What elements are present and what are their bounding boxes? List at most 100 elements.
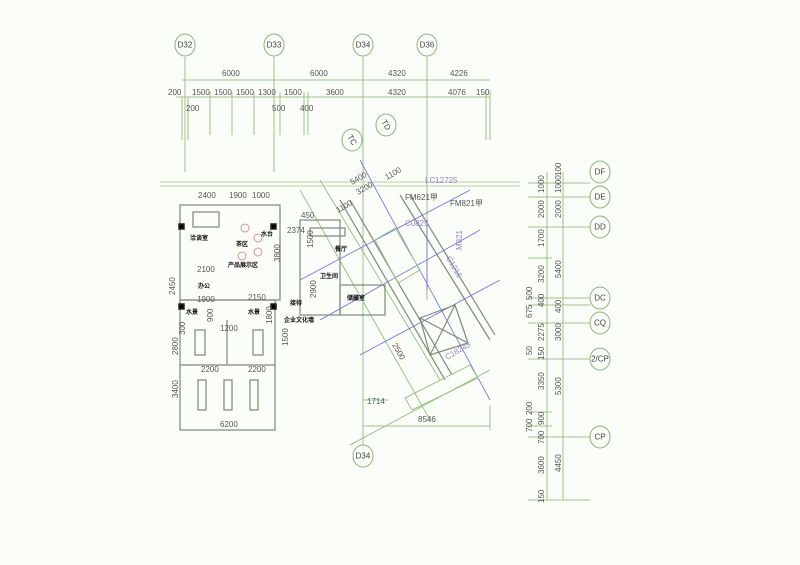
door-window-tag: M821 bbox=[455, 229, 464, 250]
dimension-label: 200 bbox=[168, 88, 182, 97]
dimension-label: 1714 bbox=[367, 397, 385, 406]
dimension-label: 3000 bbox=[554, 323, 563, 341]
axis-bubble bbox=[263, 33, 285, 57]
dimension-label: 900 bbox=[206, 308, 215, 322]
axis-label: CP bbox=[594, 433, 605, 442]
door-window-tag: C0825 bbox=[405, 219, 429, 228]
dimension-label: 1500 bbox=[281, 328, 290, 346]
room-label: 接待 bbox=[289, 299, 302, 307]
dimension-label: 150 bbox=[537, 346, 546, 360]
dimension-label: 5400 bbox=[554, 260, 563, 278]
axis-label: D36 bbox=[420, 41, 435, 50]
dimension-label: 3400 bbox=[171, 380, 180, 398]
dimension-label: 1000 bbox=[537, 175, 546, 193]
dimension-label: 3600 bbox=[326, 88, 344, 97]
diagonal-stair-core bbox=[299, 159, 501, 446]
dimension-label: 4320 bbox=[388, 69, 406, 78]
axis-label: DD bbox=[594, 223, 606, 232]
grid-lines bbox=[160, 57, 590, 501]
axis-bubble bbox=[174, 33, 196, 57]
dimension-label: 3800 bbox=[273, 244, 282, 262]
axis-bubble bbox=[589, 286, 611, 310]
dimension-label: 1900 bbox=[229, 191, 247, 200]
dimension-label: 1000 bbox=[554, 175, 563, 193]
dimension-label: 400 bbox=[300, 104, 314, 113]
dimension-label: 400 bbox=[554, 299, 563, 313]
dimension-label: 700 bbox=[525, 418, 534, 432]
dimension-label: 2374 bbox=[287, 226, 305, 235]
room-label: 水台 bbox=[261, 230, 273, 238]
dimension-label: 4226 bbox=[450, 69, 468, 78]
dimension-label: 2500 bbox=[390, 342, 407, 362]
dimension-label: 2450 bbox=[168, 277, 177, 295]
dimension-label: 8546 bbox=[418, 415, 436, 424]
dimension-label: 1500 bbox=[192, 88, 210, 97]
dimension-label: 50 bbox=[525, 346, 534, 355]
axis-bubble bbox=[589, 160, 611, 184]
room-label: 餐厅 bbox=[334, 245, 347, 253]
dimension-label: 1200 bbox=[220, 324, 238, 333]
room-label: 水景 bbox=[186, 308, 198, 316]
axis-bubble bbox=[589, 215, 611, 239]
axis-label: D33 bbox=[267, 41, 282, 50]
axis-bubble bbox=[375, 113, 397, 137]
dimension-label: 1700 bbox=[537, 229, 546, 247]
dimension-label: 1500 bbox=[306, 230, 315, 248]
axis-label: DE bbox=[594, 193, 605, 202]
furniture bbox=[194, 223, 264, 411]
dimension-label: 2900 bbox=[309, 280, 318, 298]
dimension-label: 5300 bbox=[554, 377, 563, 395]
dimension-label: 6000 bbox=[310, 69, 328, 78]
axis-bubble bbox=[352, 444, 374, 468]
door-window-tag: LC12725 bbox=[425, 176, 458, 185]
dimension-label: 1800 bbox=[265, 306, 274, 324]
walls bbox=[178, 204, 386, 431]
dimension-label: 1100 bbox=[335, 198, 355, 215]
room-label: 洽谈室 bbox=[190, 234, 208, 242]
door-window-tag: C18245 bbox=[444, 340, 473, 362]
room-label: 产品展示区 bbox=[228, 261, 258, 269]
dimension-label: 400 bbox=[537, 293, 546, 307]
axis-label: D34 bbox=[356, 41, 371, 50]
dimension-label: 1500 bbox=[284, 88, 302, 97]
dimension-label: 2800 bbox=[171, 337, 180, 355]
axis-bubble bbox=[589, 425, 611, 449]
dimension-label: 1500 bbox=[236, 88, 254, 97]
dimension-label: 200 bbox=[525, 401, 534, 415]
dimension-label: 700 bbox=[537, 430, 546, 444]
axis-bubble bbox=[341, 128, 363, 152]
axis-label: DF bbox=[595, 168, 606, 177]
dimension-label: 2000 bbox=[537, 200, 546, 218]
axis-label: D32 bbox=[178, 41, 193, 50]
room-label: 卫生间 bbox=[320, 272, 338, 280]
axis-bubble bbox=[416, 33, 438, 57]
dimension-label: 2275 bbox=[537, 323, 546, 341]
dimension-label: 1100 bbox=[384, 165, 404, 182]
room-label: 企业文化墙 bbox=[283, 316, 314, 324]
dimension-label: 1900 bbox=[197, 295, 215, 304]
dimension-label: 2150 bbox=[248, 293, 266, 302]
door-window-tag: C1216 bbox=[444, 255, 464, 280]
dimension-label: 6200 bbox=[220, 420, 238, 429]
door-window-tag: FM821甲 bbox=[450, 199, 483, 208]
room-label: 办公 bbox=[198, 282, 210, 290]
dimension-label: 2200 bbox=[201, 365, 219, 374]
dimension-label: 900 bbox=[537, 411, 546, 425]
dimension-label: 6000 bbox=[222, 69, 240, 78]
dimension-label: 3600 bbox=[537, 456, 546, 474]
dimension-label: 2000 bbox=[554, 200, 563, 218]
dimension-label: 3350 bbox=[537, 372, 546, 390]
dimension-label: 150 bbox=[537, 489, 546, 503]
dimension-label: 675 bbox=[525, 304, 534, 318]
dimension-label: 2400 bbox=[198, 191, 216, 200]
axis-label: DC bbox=[594, 294, 606, 303]
axis-bubble bbox=[352, 33, 374, 57]
dimension-label: 100 bbox=[554, 162, 563, 176]
dimension-label: 450 bbox=[301, 211, 315, 220]
dimension-label: 500 bbox=[525, 286, 534, 300]
axis-bubble bbox=[589, 311, 611, 335]
dimension-label: 500 bbox=[272, 104, 286, 113]
axis-label: D34 bbox=[356, 452, 371, 461]
